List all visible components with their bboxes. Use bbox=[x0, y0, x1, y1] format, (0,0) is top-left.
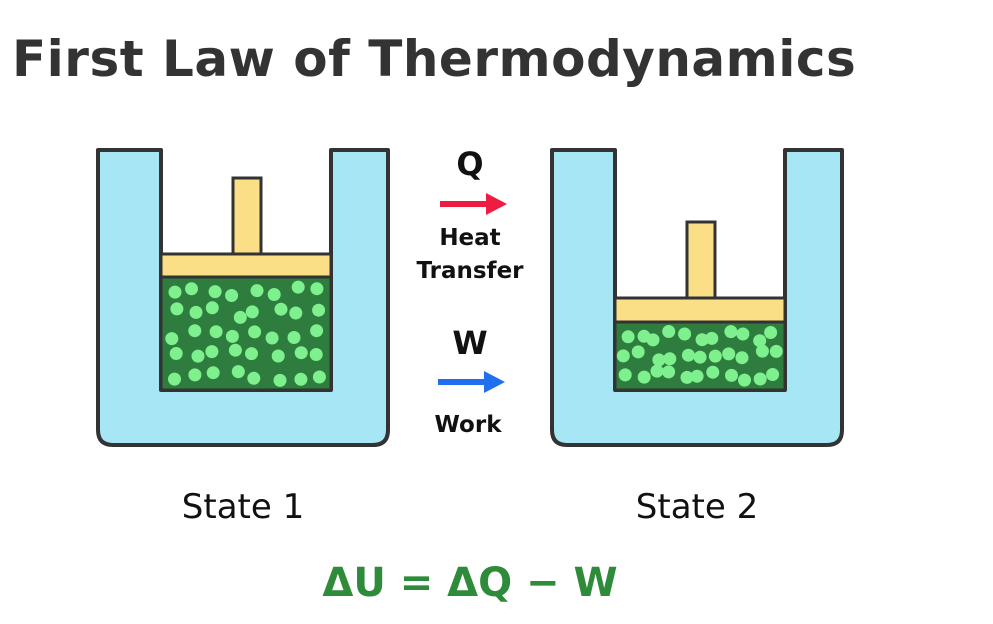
gas-particle bbox=[678, 327, 692, 341]
gas-particle bbox=[168, 372, 181, 386]
state-1-label: State 1 bbox=[182, 487, 304, 527]
gas-particle bbox=[185, 282, 198, 296]
gas-particle bbox=[312, 303, 326, 317]
gas-particle bbox=[245, 347, 258, 361]
gas-particle bbox=[766, 368, 780, 381]
gas-particle bbox=[724, 325, 738, 339]
page-title: First Law of Thermodynamics bbox=[12, 30, 857, 88]
gas-particle bbox=[189, 305, 203, 319]
gas-particle bbox=[312, 370, 326, 384]
gas-particle bbox=[662, 325, 676, 338]
gas-particle bbox=[274, 302, 288, 316]
gas-particle bbox=[273, 373, 287, 387]
state-1-cylinder bbox=[96, 148, 390, 447]
gas-particle bbox=[208, 285, 222, 299]
gas-particle bbox=[250, 284, 264, 298]
gas-region bbox=[159, 275, 333, 392]
gas-particle bbox=[722, 347, 736, 361]
gas-particle bbox=[271, 349, 285, 363]
gas-particle bbox=[188, 324, 202, 338]
gas-particle bbox=[769, 344, 783, 358]
gas-particle bbox=[637, 370, 651, 384]
state-2-label: State 2 bbox=[636, 487, 758, 527]
gas-particles bbox=[616, 325, 783, 387]
gas-particle bbox=[265, 331, 279, 345]
gas-particle bbox=[287, 331, 301, 344]
gas-particle bbox=[169, 347, 183, 360]
gas-particle bbox=[753, 334, 767, 348]
gas-particle bbox=[206, 366, 220, 380]
cylinder-wall bbox=[96, 148, 390, 447]
gas-particle bbox=[618, 368, 632, 382]
gas-particle bbox=[755, 344, 769, 358]
arrow-right-icon bbox=[440, 193, 507, 215]
gas-particle bbox=[168, 285, 182, 299]
gas-particle bbox=[631, 345, 645, 359]
gas-particle bbox=[248, 325, 262, 339]
gas-particle bbox=[267, 288, 281, 301]
gas-particle bbox=[652, 353, 666, 367]
piston-rod bbox=[685, 220, 717, 300]
gas-particle bbox=[736, 327, 750, 341]
gas-particle bbox=[225, 289, 239, 302]
gas-particle bbox=[764, 326, 778, 339]
piston-rod bbox=[231, 176, 263, 256]
gas-particles bbox=[165, 280, 326, 387]
gas-particle bbox=[225, 329, 239, 343]
gas-particle bbox=[165, 332, 179, 346]
gas-particle bbox=[188, 368, 202, 382]
work-label: Work bbox=[435, 412, 503, 438]
gas-particle bbox=[725, 368, 738, 382]
heat-symbol: Q bbox=[456, 145, 483, 183]
gas-particle bbox=[753, 372, 767, 386]
gas-particle bbox=[205, 301, 219, 315]
gas-particle bbox=[650, 364, 664, 378]
heat-label-line2: Transfer bbox=[416, 258, 524, 284]
piston-plate bbox=[159, 252, 333, 279]
gas-particle bbox=[662, 365, 676, 379]
arrow-right-icon bbox=[438, 371, 505, 393]
work-symbol: W bbox=[452, 324, 487, 362]
heat-label-line1: Heat bbox=[439, 225, 500, 251]
gas-particle bbox=[209, 325, 223, 339]
gas-particle bbox=[738, 373, 751, 387]
gas-particle bbox=[616, 349, 630, 363]
gas-particle bbox=[705, 331, 719, 345]
gas-particle bbox=[191, 349, 205, 363]
gas-particle bbox=[309, 348, 323, 361]
gas-particle bbox=[228, 343, 242, 357]
gas-particle bbox=[289, 306, 303, 320]
gas-particle bbox=[735, 351, 749, 365]
gas-particle bbox=[663, 352, 677, 366]
gas-particle bbox=[291, 280, 305, 294]
gas-particle bbox=[310, 282, 324, 296]
gas-particle bbox=[708, 349, 722, 363]
gas-particle bbox=[170, 302, 184, 316]
gas-particle bbox=[205, 345, 219, 359]
gas-particle bbox=[247, 371, 261, 385]
gas-particle bbox=[706, 365, 720, 379]
gas-particle bbox=[294, 372, 308, 386]
gas-particle bbox=[680, 370, 694, 384]
equation: ΔU = ΔQ − W bbox=[322, 560, 617, 606]
cylinder-wall bbox=[550, 148, 844, 447]
gas-particle bbox=[693, 350, 707, 364]
gas-particle bbox=[695, 333, 709, 347]
gas-particle bbox=[310, 324, 324, 338]
gas-particle bbox=[294, 346, 308, 360]
gas-particle bbox=[646, 333, 660, 347]
gas-particle bbox=[231, 365, 245, 379]
gas-particle bbox=[621, 330, 635, 344]
gas-particle bbox=[690, 369, 704, 383]
state-2-cylinder bbox=[550, 148, 844, 447]
piston-plate bbox=[613, 296, 787, 324]
gas-particle bbox=[245, 305, 259, 319]
gas-particle bbox=[681, 348, 695, 362]
gas-particle bbox=[233, 310, 247, 324]
